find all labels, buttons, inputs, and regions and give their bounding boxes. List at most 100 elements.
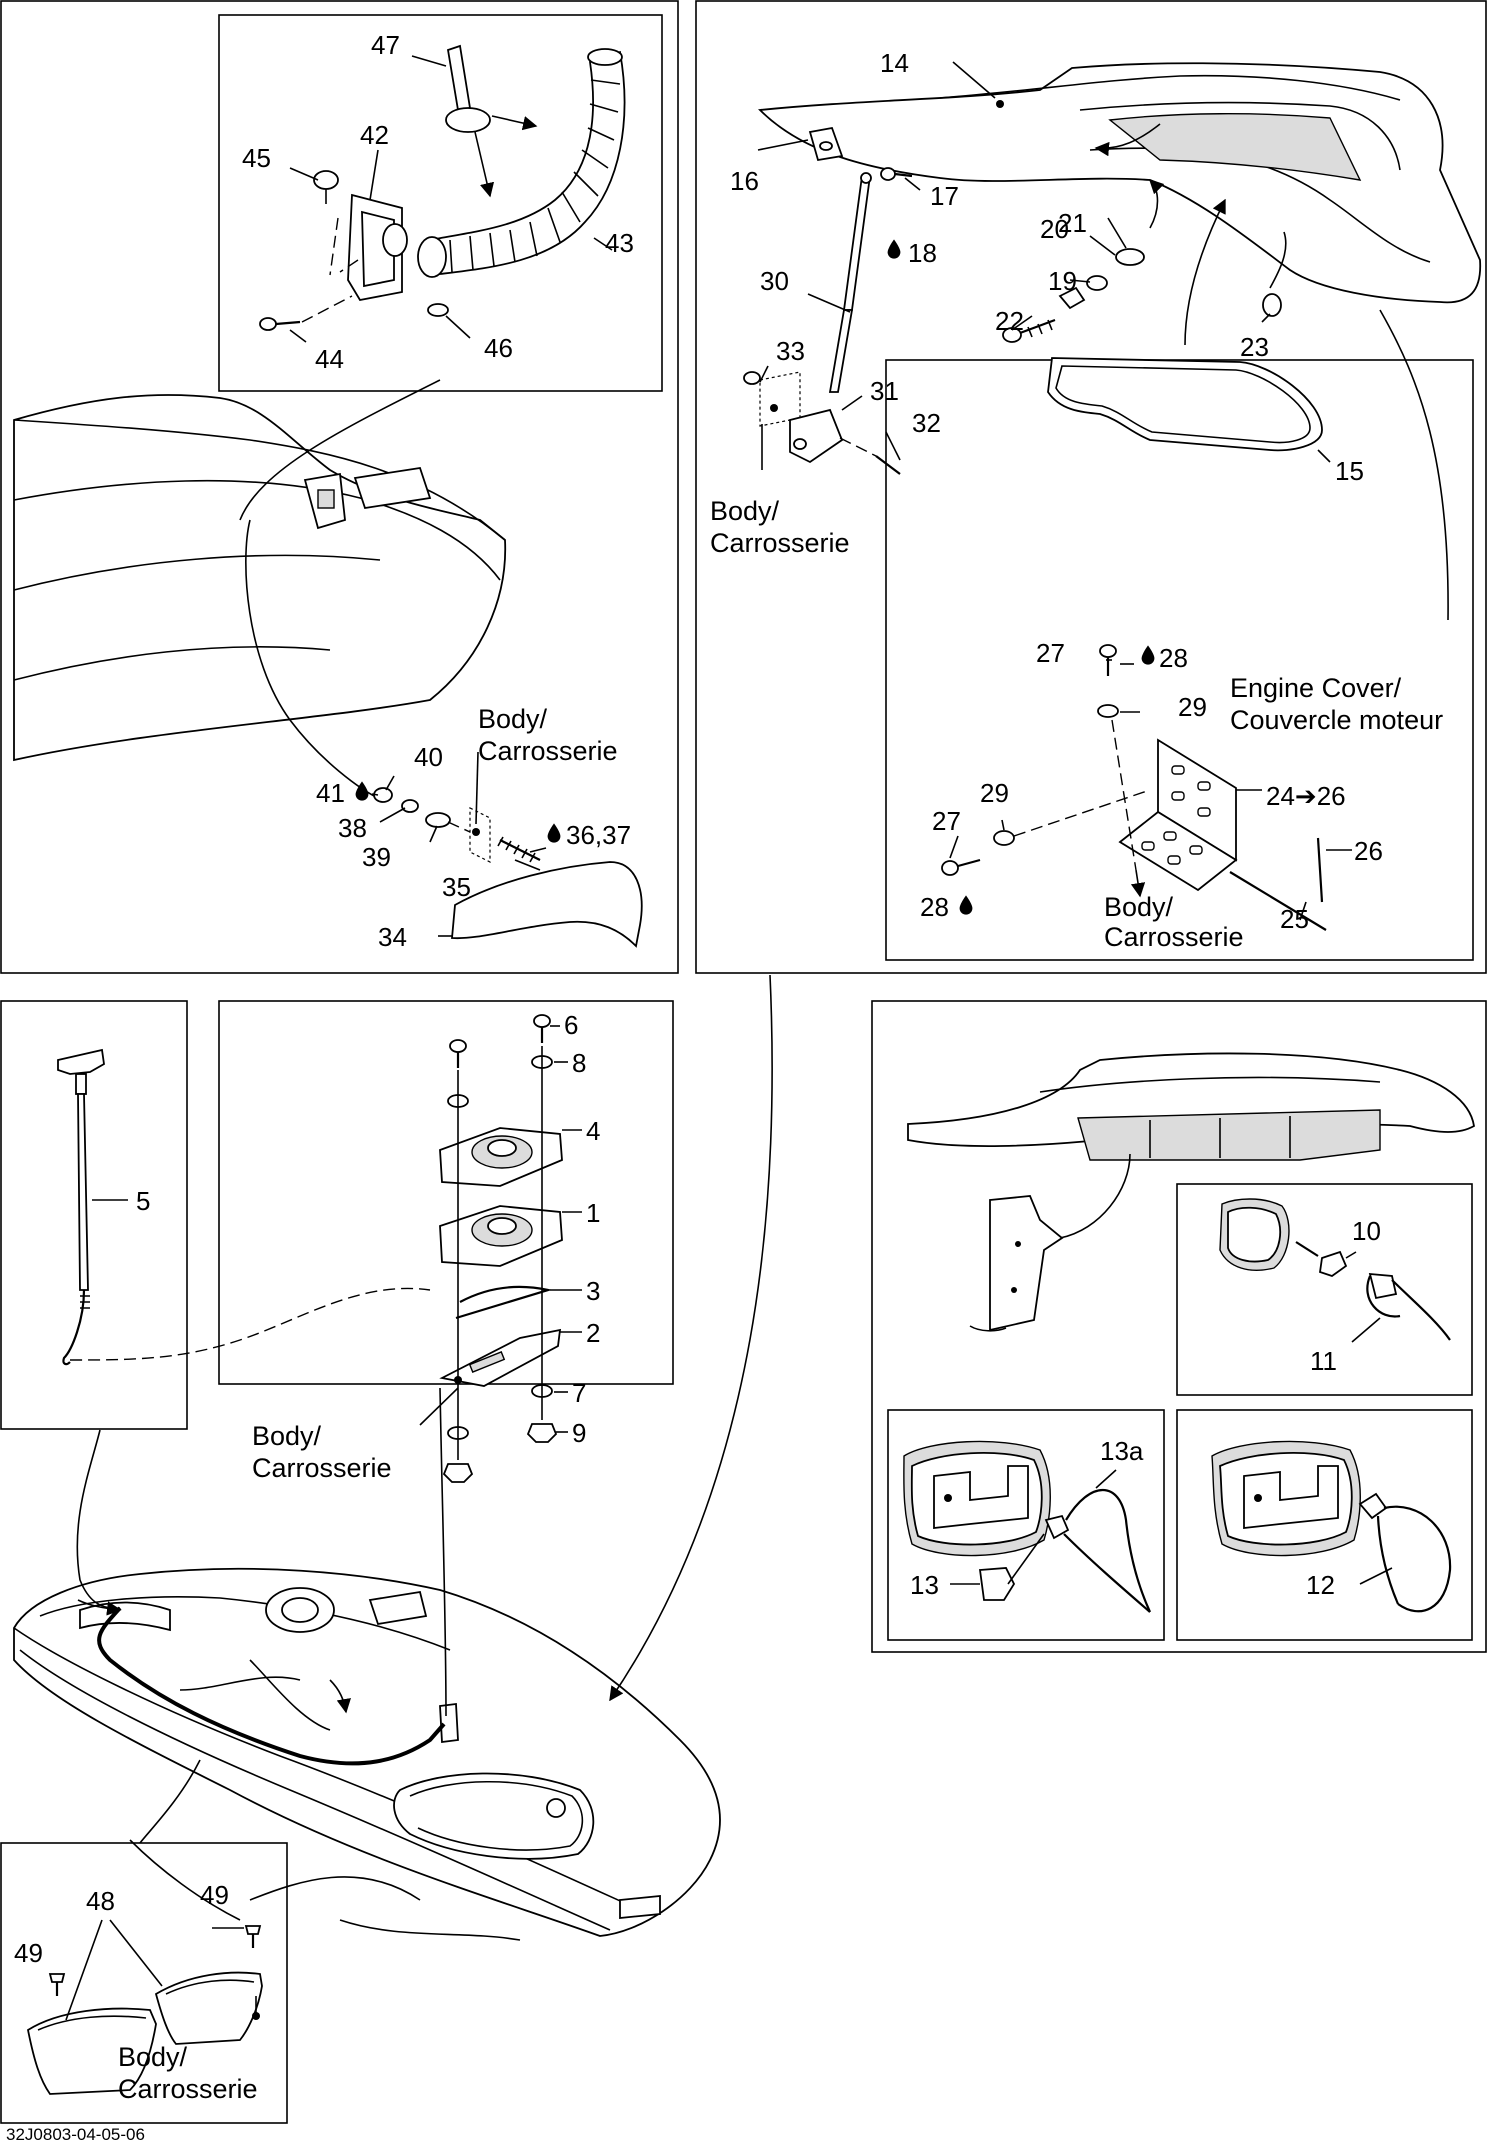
svg-text:Body/: Body/	[478, 704, 548, 734]
washer-part-46	[427, 303, 449, 317]
clip-bracket-view	[969, 1195, 1064, 1332]
label-44: 44	[315, 344, 344, 374]
label-49-left: 49	[14, 1938, 43, 1968]
clip-part-13	[903, 1440, 1152, 1613]
seal-part-15	[1047, 357, 1323, 452]
label-15: 15	[1335, 456, 1364, 486]
hinge-assembly	[941, 644, 1352, 931]
label-38: 38	[338, 813, 367, 843]
label-35: 35	[442, 872, 471, 902]
bracket-group-31-33	[743, 365, 901, 475]
fastener-group-35-41	[371, 751, 547, 871]
label-10: 10	[1352, 1216, 1381, 1246]
storage-bin-group	[26, 1919, 263, 2095]
label-45: 45	[242, 143, 271, 173]
vent-bracket-part-42	[347, 193, 408, 302]
body-label-hinge: Body/ Carrosserie	[1104, 892, 1244, 952]
label-16: 16	[730, 166, 759, 196]
label-31: 31	[870, 376, 899, 406]
label-7: 7	[572, 1378, 586, 1408]
inset-vent-hose	[218, 14, 663, 392]
hardware-group-16-23	[757, 61, 1331, 463]
label-29-left: 29	[980, 778, 1009, 808]
diagram-code: 32J0803-04-05-06	[6, 2125, 145, 2144]
screw-part-44	[259, 295, 353, 331]
svg-text:Engine Cover/: Engine Cover/	[1230, 673, 1402, 703]
label-27-left: 27	[932, 806, 961, 836]
dipstick-part-5	[57, 1048, 431, 1366]
label-25: 25	[1280, 904, 1309, 934]
panel-mount	[218, 1000, 674, 1385]
oil-drop-icon	[547, 823, 561, 843]
inset-clip-10-11	[1176, 1183, 1473, 1396]
label-27-top: 27	[1036, 638, 1065, 668]
clip-part-12	[1211, 1440, 1452, 1613]
panel-right-group	[871, 1000, 1487, 1653]
label-12: 12	[1306, 1570, 1335, 1600]
engine-cover-part-14	[758, 62, 1482, 304]
panel-storage-bins	[0, 1842, 288, 2124]
label-1: 1	[586, 1198, 600, 1228]
inset-clip-12	[1176, 1409, 1473, 1641]
svg-text:Carrosserie: Carrosserie	[478, 736, 618, 766]
seat-body-view	[13, 394, 507, 801]
label-13: 13	[910, 1570, 939, 1600]
label-46: 46	[484, 333, 513, 363]
label-40: 40	[414, 742, 443, 772]
svg-text:Carrosserie: Carrosserie	[118, 2074, 258, 2104]
label-6: 6	[564, 1010, 578, 1040]
label-48: 48	[86, 1886, 115, 1916]
label-21: 21	[1058, 208, 1087, 238]
label-24-26: 24➔26	[1266, 781, 1346, 811]
label-19: 19	[1048, 266, 1077, 296]
vent-hose-assembly	[259, 44, 626, 343]
panel-dipstick	[0, 1000, 188, 1430]
oil-drop-icon	[1141, 645, 1155, 665]
label-23: 23	[1240, 332, 1269, 362]
label-14: 14	[880, 48, 909, 78]
label-34: 34	[378, 922, 407, 952]
label-30: 30	[760, 266, 789, 296]
gas-strut-part-30	[807, 172, 872, 393]
svg-text:Body/: Body/	[1104, 892, 1174, 922]
label-8: 8	[572, 1048, 586, 1078]
body-label-bins: Body/ Carrosserie	[118, 2042, 258, 2104]
label-28-left: 28	[920, 892, 949, 922]
label-4: 4	[586, 1116, 600, 1146]
label-11: 11	[1310, 1346, 1337, 1376]
deck-underside-view	[907, 1052, 1475, 1239]
label-47: 47	[371, 30, 400, 60]
oil-drop-icon	[355, 781, 369, 801]
label-26: 26	[1354, 836, 1383, 866]
panel-top-left	[0, 0, 679, 974]
label-13a: 13a	[1100, 1436, 1144, 1466]
label-9: 9	[572, 1418, 586, 1448]
label-5: 5	[136, 1186, 150, 1216]
panel-top-right	[695, 0, 1487, 974]
label-36-37: 36,37	[566, 820, 631, 850]
label-18: 18	[908, 238, 937, 268]
vent-hose-part-43	[417, 48, 626, 278]
engine-cover-label: Engine Cover/ Couvercle moteur	[1230, 673, 1443, 735]
svg-text:Body/: Body/	[252, 1421, 322, 1451]
oil-drop-icon	[959, 895, 973, 915]
label-33: 33	[776, 336, 805, 366]
label-39: 39	[362, 842, 391, 872]
trim-cover-part-34	[451, 861, 643, 948]
label-32: 32	[912, 408, 941, 438]
label-28-top: 28	[1159, 643, 1188, 673]
label-20: 20	[1040, 214, 1069, 244]
label-29-top: 29	[1178, 692, 1207, 722]
clip-part-10-11	[1219, 1198, 1451, 1343]
label-42: 42	[360, 120, 389, 150]
label-43: 43	[605, 228, 634, 258]
mount-assembly	[419, 1014, 582, 1483]
svg-text:Carrosserie: Carrosserie	[1104, 922, 1244, 952]
label-2: 2	[586, 1318, 600, 1348]
inset-clip-13	[887, 1409, 1165, 1641]
boat-overview	[13, 379, 773, 1941]
svg-text:Carrosserie: Carrosserie	[252, 1453, 392, 1483]
fastener-part-45	[313, 170, 339, 204]
label-17: 17	[930, 181, 959, 211]
